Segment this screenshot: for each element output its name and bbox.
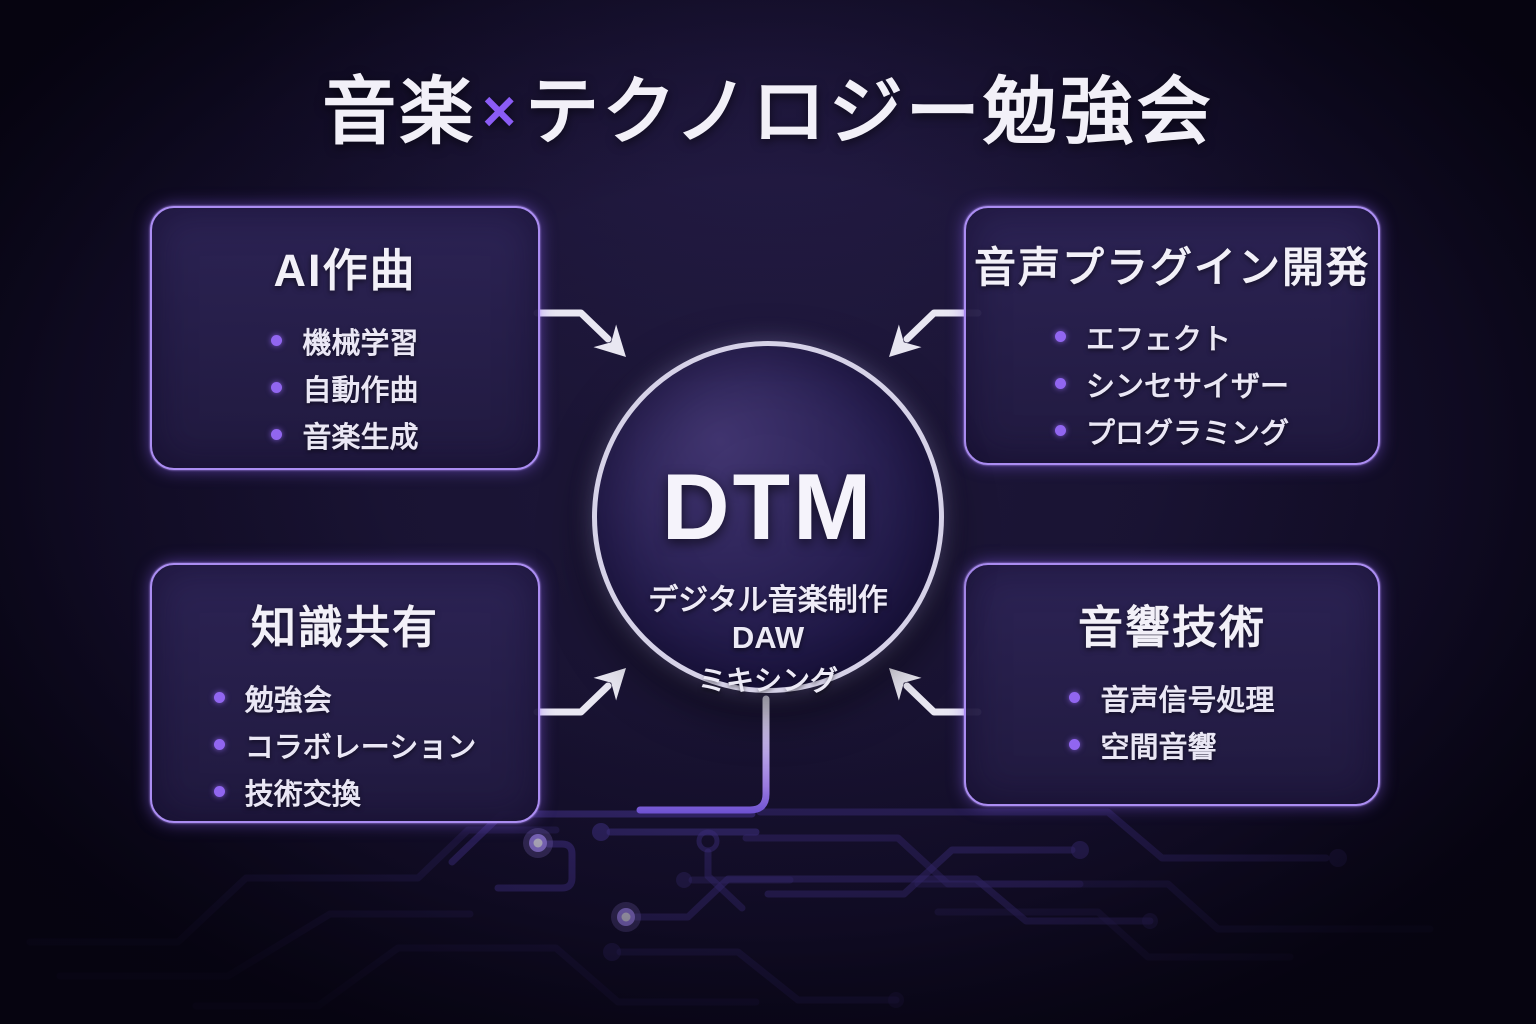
list-item: シンセサイザー	[1054, 360, 1289, 407]
list-item: プログラミング	[1054, 407, 1289, 454]
box-title: AI作曲	[273, 245, 417, 296]
bullet-label: 音楽生成	[302, 421, 419, 454]
bullet-label: コラボレーション	[244, 731, 477, 764]
box-knowledge-sharing: 知識共有 勉強会 コラボレーション 技術交換	[150, 563, 540, 823]
bullet-dot-icon	[271, 429, 283, 440]
bullet-dot-icon	[1069, 739, 1081, 750]
title-left: 音楽	[322, 70, 477, 153]
box-audio-plugin-dev: 音声プラグイン開発 エフェクト シンセサイザー プログラミング	[964, 206, 1380, 465]
multiply-icon: ×	[482, 79, 520, 144]
list-item: 勉強会	[213, 674, 476, 721]
bullet-label: 技術交換	[244, 778, 361, 811]
bullet-label: 空間音響	[1100, 731, 1217, 764]
list-item: コラボレーション	[213, 721, 477, 768]
list-item: 音楽生成	[271, 411, 419, 458]
bullet-dot-icon	[213, 739, 225, 750]
bullet-dot-icon	[213, 692, 225, 703]
box-acoustic-technology: 音響技術 音声信号処理 空間音響	[964, 563, 1380, 806]
dtm-mixing-label: ミキシング	[697, 665, 838, 696]
bullet-label: エフェクト	[1085, 323, 1231, 356]
box-ai-composition: AI作曲 機械学習 自動作曲 音楽生成	[150, 206, 540, 470]
bullet-dot-icon	[271, 335, 283, 346]
bullet-dot-icon	[213, 786, 225, 797]
title-right: テクノロジー勉強会	[525, 70, 1214, 153]
bullet-label: プログラミング	[1085, 417, 1289, 450]
bullet-dot-icon	[271, 382, 283, 393]
box-title: 知識共有	[250, 602, 439, 653]
bullet-list: 音声信号処理 空間音響	[1069, 674, 1275, 768]
list-item: 自動作曲	[271, 364, 419, 411]
bullet-list: 機械学習 自動作曲 音楽生成	[271, 317, 419, 458]
list-item: エフェクト	[1054, 313, 1289, 360]
dtm-center-circle: DTM デジタル音楽制作 DAW ミキシング	[592, 341, 944, 696]
page-title: 音楽×テクノロジー勉強会	[0, 52, 1536, 159]
list-item: 機械学習	[271, 317, 419, 364]
bullet-label: シンセサイザー	[1085, 370, 1289, 403]
dtm-acronym: DTM	[661, 454, 875, 559]
bullet-label: 音声信号処理	[1100, 684, 1275, 717]
bullet-list: エフェクト シンセサイザー プログラミング	[1054, 313, 1289, 454]
list-item: 技術交換	[213, 768, 476, 815]
bullet-dot-icon	[1069, 692, 1081, 703]
bullet-dot-icon	[1054, 331, 1066, 342]
bullet-label: 機械学習	[302, 327, 419, 360]
box-title: 音響技術	[1077, 602, 1266, 653]
bullet-dot-icon	[1054, 378, 1066, 389]
list-item: 空間音響	[1069, 721, 1274, 768]
bullet-dot-icon	[1054, 425, 1066, 436]
box-title: 音声プラグイン開発	[973, 244, 1370, 291]
bullet-label: 勉強会	[244, 684, 332, 717]
bullet-list: 勉強会 コラボレーション 技術交換	[213, 674, 477, 815]
list-item: 音声信号処理	[1069, 674, 1275, 721]
bullet-label: 自動作曲	[302, 374, 419, 407]
dtm-daw-label: DAW	[731, 620, 805, 655]
dtm-subtitle: デジタル音楽制作	[648, 584, 888, 617]
